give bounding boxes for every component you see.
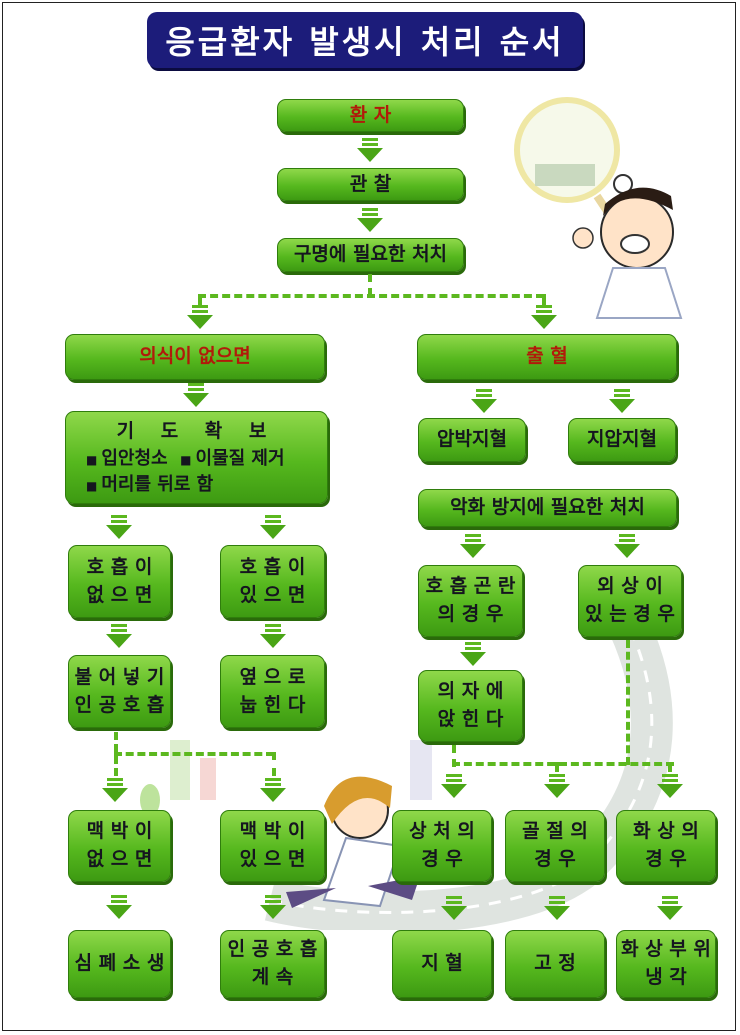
arrow-down-icon [657,774,683,800]
arrow-down-icon [106,895,132,921]
pressure-point-box: 지압지혈 [568,418,676,462]
airway-line-1: ■입안청소 ■이물질 제거 [86,447,285,469]
arrow-down-icon [106,515,132,541]
arrow-down-icon [544,896,570,922]
connector-line [626,640,630,765]
arrow-down-icon [531,305,557,331]
rescue-breathing-box: 불 어 넣 기 인 공 호 흡 [68,655,171,728]
airway-box: 기 도 확 보 ■입안청소 ■이물질 제거 ■머리를 뒤로 함 [65,411,328,504]
arrow-down-icon [471,389,497,415]
bleeding-box: 출 혈 [417,334,677,380]
arrow-down-icon [260,624,286,650]
arrow-down-icon [441,774,467,800]
pulse-box: 맥 박 이 있 으 면 [220,810,325,882]
arrow-down-icon [460,534,486,560]
hemostasis-box: 지 혈 [392,930,492,998]
arrow-down-icon [183,383,209,409]
trauma-box: 외 상 이 있 는 경 우 [578,565,682,637]
connector-line [198,294,544,298]
connector-line [114,752,274,756]
connector-line [452,762,674,766]
connector-line [198,294,202,308]
dyspnea-box: 호 흡 곤 란 의 경 우 [418,565,523,637]
arrow-down-icon [657,896,683,922]
fixation-box: 고 정 [505,930,605,998]
fracture-box: 골 절 의 경 우 [505,810,605,882]
page-title: 응급환자 발생시 처리 순서 [147,12,583,68]
airway-heading: 기 도 확 보 [116,420,277,442]
continue-breathing-box: 인 공 호 흡 계 속 [220,930,325,998]
connector-line [542,294,546,308]
connector-line [368,274,372,296]
arrow-down-icon [460,642,486,668]
patient-box: 환 자 [277,99,464,132]
connector-line [272,752,276,776]
prevent-worse-box: 악화 방지에 필요한 처치 [418,489,677,527]
sit-up-box: 의 자 에 앉 힌 다 [418,670,523,742]
arrow-down-icon [609,389,635,415]
arrow-down-icon [260,515,286,541]
no-breathing-box: 호 흡 이 없 으 면 [68,545,171,618]
pressure-bandage-box: 압박지혈 [418,418,526,462]
arrow-down-icon [106,624,132,650]
observe-box: 관 찰 [277,168,464,201]
doctor-illustration [514,97,683,319]
arrow-down-icon [102,778,128,804]
arrow-down-icon [260,895,286,921]
arrow-down-icon [544,774,570,800]
life-saving-box: 구명에 필요한 처치 [277,238,464,272]
no-pulse-box: 맥 박 이 없 으 면 [68,810,171,882]
arrow-down-icon [260,778,286,804]
airway-line-2: ■머리를 뒤로 함 [86,473,214,495]
connector-line [452,745,456,767]
lay-side-box: 옆 으 로 눕 힌 다 [220,655,325,728]
arrow-down-icon [357,208,383,234]
connector-line [668,762,672,772]
connector-line [555,762,559,772]
unconscious-box: 의식이 없으면 [65,334,325,380]
cpr-box: 심 폐 소 생 [68,930,171,998]
arrow-down-icon [441,896,467,922]
arrow-down-icon [357,138,383,164]
wound-box: 상 처 의 경 우 [392,810,492,882]
cool-burn-box: 화 상 부 위 냉 각 [616,930,716,998]
arrow-down-icon [187,305,213,331]
burn-box: 화 상 의 경 우 [616,810,716,882]
breathing-box: 호 흡 이 있 으 면 [220,545,325,618]
arrow-down-icon [614,534,640,560]
